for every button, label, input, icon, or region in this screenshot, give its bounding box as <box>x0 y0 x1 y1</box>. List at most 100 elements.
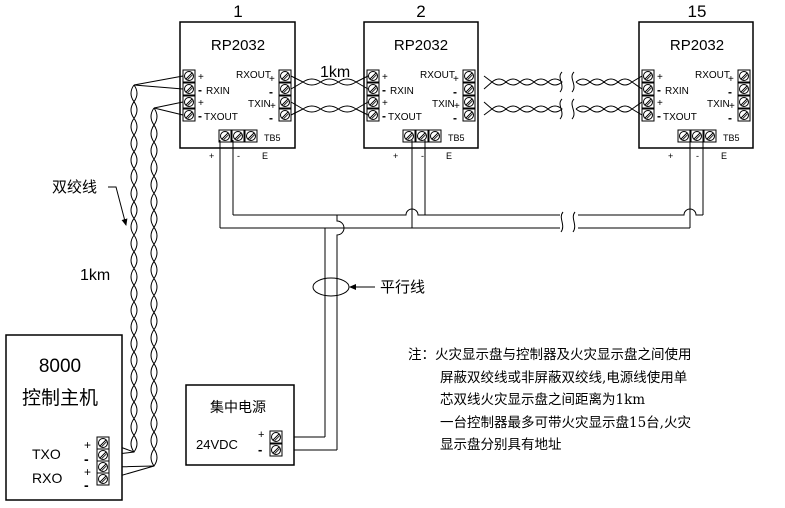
txin-plus: + <box>729 101 735 112</box>
tb5-earth-label: E <box>446 151 452 161</box>
txin-minus: - <box>453 111 457 125</box>
tb5-block <box>218 129 258 143</box>
rxin-label: RXIN <box>665 86 689 97</box>
rxout-label: RXOUT <box>420 70 455 81</box>
tb5-label: TB5 <box>723 133 740 143</box>
tb5-screw <box>428 129 442 143</box>
tb5-plus-label: + <box>393 151 398 161</box>
tb5-label: TB5 <box>448 133 465 143</box>
note-prefix: 注： <box>408 347 435 363</box>
rxin-minus: - <box>382 83 386 97</box>
rxout-plus: + <box>728 74 734 85</box>
tb5-block <box>677 129 717 143</box>
right-terminal-screw <box>462 69 476 83</box>
note-line: 屏蔽双绞线或非屏蔽双绞线,电源线使用单 <box>440 369 688 386</box>
rxin-label: RXIN <box>206 86 230 97</box>
controller-model: 8000 <box>39 356 81 377</box>
tb5-minus-label: - <box>696 151 699 161</box>
twisted-pair-2-15 <box>483 71 643 120</box>
right-terminal-screw <box>462 108 476 122</box>
segment-distance-label: 1km <box>320 64 350 81</box>
controller-terminal-block <box>96 436 110 486</box>
panel-model: RP2032 <box>670 37 724 54</box>
rxo-label: RXO <box>32 470 62 486</box>
note-line: 一台控制器最多可带火灾显示盘15台,火灾 <box>440 414 691 431</box>
power-bus <box>219 140 704 451</box>
txin-label: TXIN <box>248 99 271 110</box>
panel-index: 1 <box>233 2 242 21</box>
left-terminal-screw <box>182 95 196 109</box>
rxout-plus: + <box>453 74 459 85</box>
txout-label: TXOUT <box>388 112 422 123</box>
twisted-pair-rx-controller <box>108 75 184 456</box>
panel-index: 15 <box>688 2 707 21</box>
txout-plus: + <box>657 98 663 109</box>
panel-box <box>179 21 296 149</box>
txout-minus: - <box>657 109 661 123</box>
power-supply-name: 集中电源 <box>210 399 266 416</box>
tb5-block <box>402 129 442 143</box>
txin-plus: + <box>270 101 276 112</box>
power-supply-voltage: 24VDC <box>196 437 238 452</box>
rxout-minus: - <box>728 85 732 99</box>
txin-minus: - <box>269 111 273 125</box>
note-line: 显示盘分别具有地址 <box>440 437 562 453</box>
left-terminal-screw <box>182 69 196 83</box>
right-terminal-screw <box>278 108 292 122</box>
note-line-1: 注：火灾显示盘与控制器及火灾显示盘之间使用 <box>408 344 785 367</box>
tb5-minus-label: - <box>237 151 240 161</box>
txout-plus: + <box>382 98 388 109</box>
rxout-label: RXOUT <box>695 70 730 81</box>
display-panel-15: 15 RP2032 <box>638 2 754 149</box>
tb5-label: TB5 <box>264 133 281 143</box>
left-terminal-screw <box>641 69 655 83</box>
rxin-minus: - <box>657 83 661 97</box>
power-supply: 集中电源 24VDC + - <box>185 384 295 466</box>
left-terminal-screw <box>641 82 655 96</box>
twisted-pair-rx-1-2 <box>290 75 369 90</box>
display-panel-2: 2 RP2032 <box>363 2 479 149</box>
left-terminal-screw <box>182 108 196 122</box>
rxin-plus: + <box>382 72 388 83</box>
twisted-pair-tx-controller <box>108 101 184 480</box>
tb5-screw <box>690 129 704 143</box>
left-terminal-screw <box>182 82 196 96</box>
right-terminal-screw <box>462 95 476 109</box>
tb5-screw <box>244 129 258 143</box>
psu-minus: - <box>258 442 262 457</box>
txout-label: TXOUT <box>204 112 238 123</box>
left-terminal-screw <box>366 108 380 122</box>
note-line: 芯双线火灾显示盘之间距离为1km <box>440 392 646 408</box>
twisted-pair-label: 双绞线 <box>52 178 97 196</box>
note-text: 注：火灾显示盘与控制器及火灾显示盘之间使用 屏蔽双绞线或非屏蔽双绞线,电源线使用… <box>408 344 785 457</box>
left-terminal-screw <box>641 108 655 122</box>
rxo-plus: + <box>84 465 91 479</box>
display-panel-1: 1 RP2032 <box>179 2 296 149</box>
right-terminal-screw <box>737 82 751 96</box>
txo-minus: - <box>84 451 89 467</box>
right-terminal-screw <box>462 82 476 96</box>
rxo-minus: - <box>84 477 89 493</box>
txin-plus: + <box>454 101 460 112</box>
tb5-earth-label: E <box>262 151 268 161</box>
tb5-screw <box>231 129 245 143</box>
txo-label: TXO <box>32 446 61 462</box>
rxout-label: RXOUT <box>236 70 271 81</box>
rxin-plus: + <box>657 72 663 83</box>
txin-label: TXIN <box>707 99 730 110</box>
parallel-wire-label: 平行线 <box>380 278 425 296</box>
rxin-plus: + <box>198 72 204 83</box>
txo-plus: + <box>84 438 91 452</box>
right-terminal-screw <box>737 69 751 83</box>
twisted-pair-tx-1-2 <box>290 101 369 116</box>
right-terminal-screw <box>278 95 292 109</box>
tb5-screw <box>218 129 232 143</box>
tb5-earth-label: E <box>721 151 727 161</box>
rxout-minus: - <box>453 85 457 99</box>
rxin-minus: - <box>198 83 202 97</box>
panel-index: 2 <box>416 2 425 21</box>
txout-plus: + <box>198 98 204 109</box>
